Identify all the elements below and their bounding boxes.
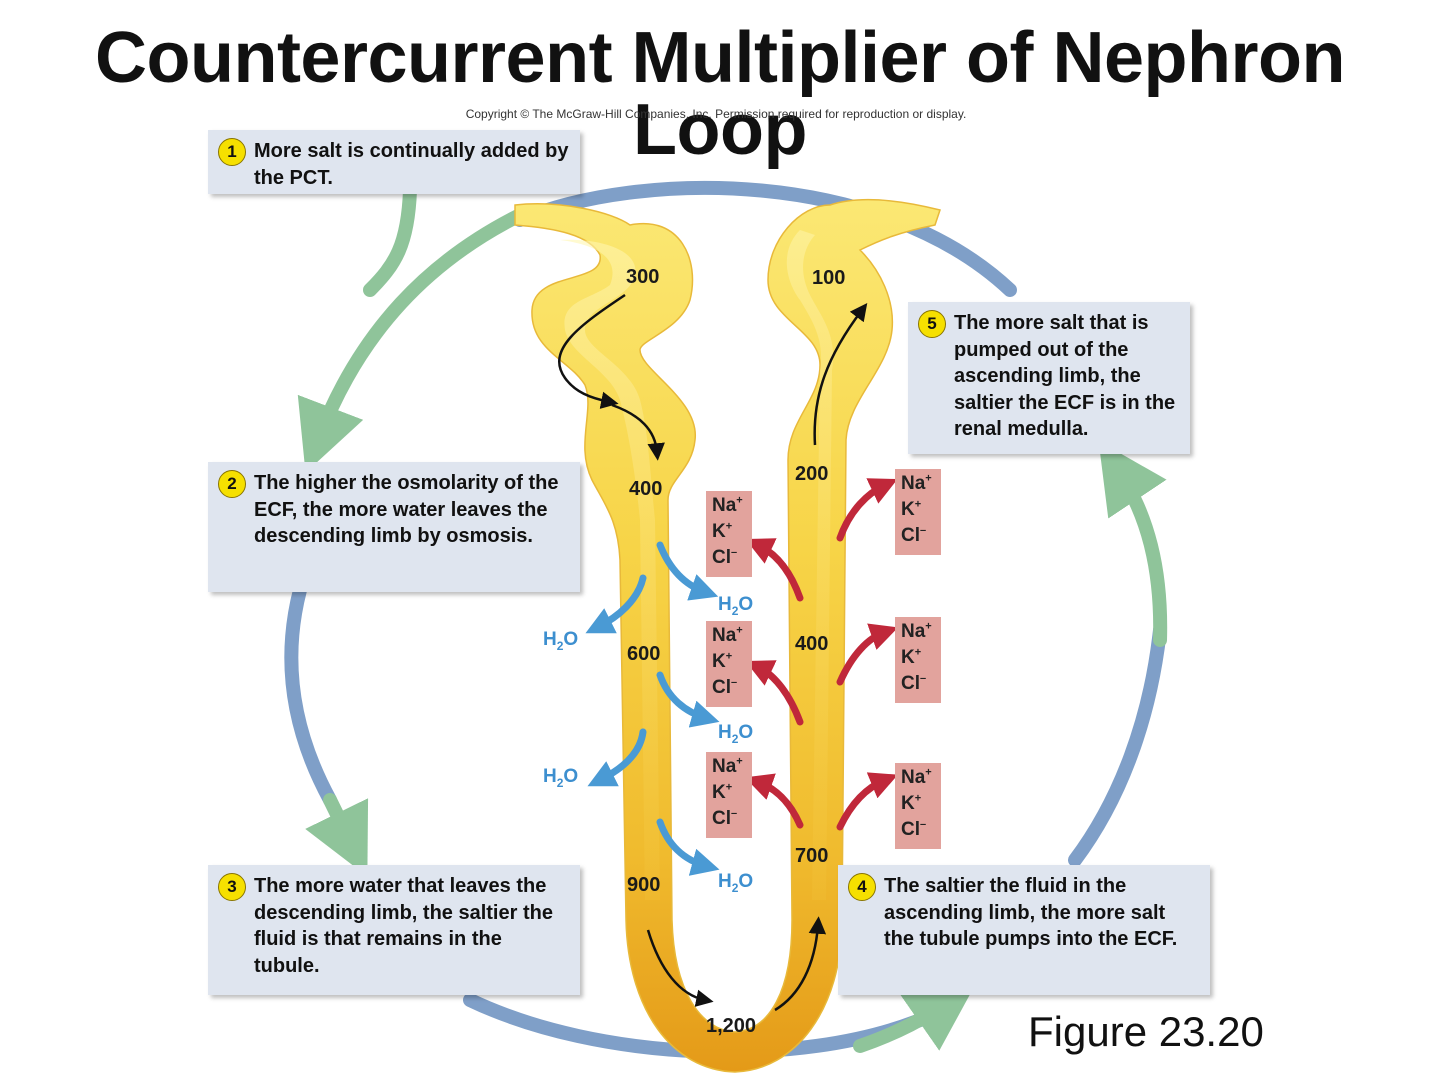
cycle-arc-right-green (1098, 440, 1168, 647)
salt-arrow-out-3 (836, 772, 898, 831)
ion-k: K+ (901, 792, 922, 814)
osmolarity-bottom-1200: 1,200 (706, 1015, 756, 1037)
step-4-box: 4 The saltier the fluid in the ascending… (838, 865, 1210, 995)
figure-label: Figure 23.20 (1028, 1008, 1264, 1055)
flow-arrow-bottom-left (646, 929, 714, 1007)
osmolarity-descending-400: 400 (629, 478, 662, 500)
water-label-1: H2O (718, 594, 753, 618)
osmolarity-ascending-700: 700 (795, 845, 828, 867)
ion-cl: Cl– (712, 676, 738, 698)
ion-cl: Cl– (901, 672, 927, 694)
copyright-notice: Copyright © The McGraw-Hill Companies, I… (465, 107, 967, 121)
ion-box-outer-3: Na+ K+ Cl– (895, 763, 941, 849)
step-3-text: The more water that leaves the descendin… (254, 875, 553, 977)
ion-cl: Cl– (901, 818, 927, 840)
ion-na: Na+ (712, 755, 743, 777)
osmolarity-descending-900: 900 (627, 874, 660, 896)
step-1-badge: 1 (218, 138, 246, 166)
water-labels: H2O H2O H2O H2O H2O (543, 594, 753, 895)
water-arrow-left-1 (585, 574, 647, 634)
water-arrow-left-2 (587, 728, 647, 787)
water-label-3: H2O (718, 722, 753, 746)
water-arrow-right-2 (656, 671, 720, 728)
step-1-text: More salt is continually added by the PC… (254, 140, 569, 189)
osmolarity-ascending-100: 100 (812, 267, 845, 289)
ion-na: Na+ (901, 472, 932, 494)
water-label-2: H2O (543, 629, 578, 653)
step-2-badge: 2 (218, 470, 246, 498)
page-title: Countercurrent Multiplier of Nephron Loo… (95, 18, 1345, 170)
step-2-box: 2 The higher the osmolarity of the ECF, … (208, 462, 580, 592)
ion-box-outer-1: Na+ K+ Cl– (895, 469, 941, 555)
ion-cl: Cl– (712, 807, 738, 829)
flow-arrow-descending-2 (611, 403, 665, 461)
water-label-4: H2O (543, 766, 578, 790)
step-5-box: 5 The more salt that is pumped out of th… (908, 302, 1190, 454)
ion-k: K+ (901, 646, 922, 668)
osmolarity-descending-600: 600 (627, 643, 660, 665)
salt-arrow-out-2 (836, 623, 899, 686)
step-4-text: The saltier the fluid in the ascending l… (884, 875, 1178, 950)
flow-arrows (558, 293, 868, 1012)
step-5-badge: 5 (918, 310, 946, 338)
cycle-arc-left-upper (284, 583, 337, 807)
flow-arrow-descending-1 (558, 293, 626, 409)
ion-cl: Cl– (712, 546, 738, 568)
step-2-text: The higher the osmolarity of the ECF, th… (254, 472, 559, 547)
salt-arrow-in-2 (745, 660, 804, 726)
salt-arrows (744, 478, 899, 831)
water-arrows (585, 541, 720, 876)
step-3-box: 3 The more water that leaves the descend… (208, 865, 580, 995)
osmolarity-ascending-400: 400 (795, 633, 828, 655)
step-4-badge: 4 (848, 873, 876, 901)
ion-na: Na+ (901, 766, 932, 788)
cycle-arc-left-lower (305, 793, 369, 877)
ion-k: K+ (712, 650, 733, 672)
ion-k: K+ (712, 781, 733, 803)
flow-arrow-bottom-right (774, 916, 827, 1012)
ion-k: K+ (712, 520, 733, 542)
cycle-stem-step1 (363, 183, 417, 297)
tubule-highlight-right (786, 230, 834, 900)
ion-na: Na+ (712, 624, 743, 646)
step-3-badge: 3 (218, 873, 246, 901)
osmolarity-descending-300: 300 (626, 266, 659, 288)
cycle-arc-upper-left (297, 208, 527, 473)
tubule-highlight (560, 239, 660, 900)
ion-na: Na+ (901, 620, 932, 642)
ion-box-outer-2: Na+ K+ Cl– (895, 617, 941, 703)
ion-box-inner-1: Na+ K+ Cl– (706, 491, 752, 577)
ion-cl: Cl– (901, 524, 927, 546)
water-arrow-right-3 (656, 818, 720, 876)
salt-arrow-in-1 (745, 538, 804, 602)
water-arrow-right-1 (656, 541, 719, 601)
ion-box-inner-3: Na+ K+ Cl– (706, 752, 752, 838)
step-1-box: 1 More salt is continually added by the … (208, 130, 580, 194)
flow-arrow-ascending (813, 303, 868, 446)
ion-k: K+ (901, 498, 922, 520)
water-label-5: H2O (718, 871, 753, 895)
salt-arrow-in-3 (744, 773, 804, 829)
nephron-tubule (514, 198, 941, 1073)
cycle-arc-top (513, 180, 1017, 297)
step-5-text: The more salt that is pumped out of the … (954, 312, 1176, 440)
tubule-outer (514, 198, 941, 1073)
cycle-arc-bottom-green (853, 982, 977, 1053)
ion-na: Na+ (712, 494, 743, 516)
osmolarity-ascending-200: 200 (795, 463, 828, 485)
osmolarity-labels: 300 400 600 900 1,200 700 400 200 100 (626, 266, 845, 1037)
cycle-arc-right-blue (1068, 623, 1167, 867)
ion-box-inner-2: Na+ K+ Cl– (706, 621, 752, 707)
salt-arrow-out-1 (836, 478, 898, 542)
